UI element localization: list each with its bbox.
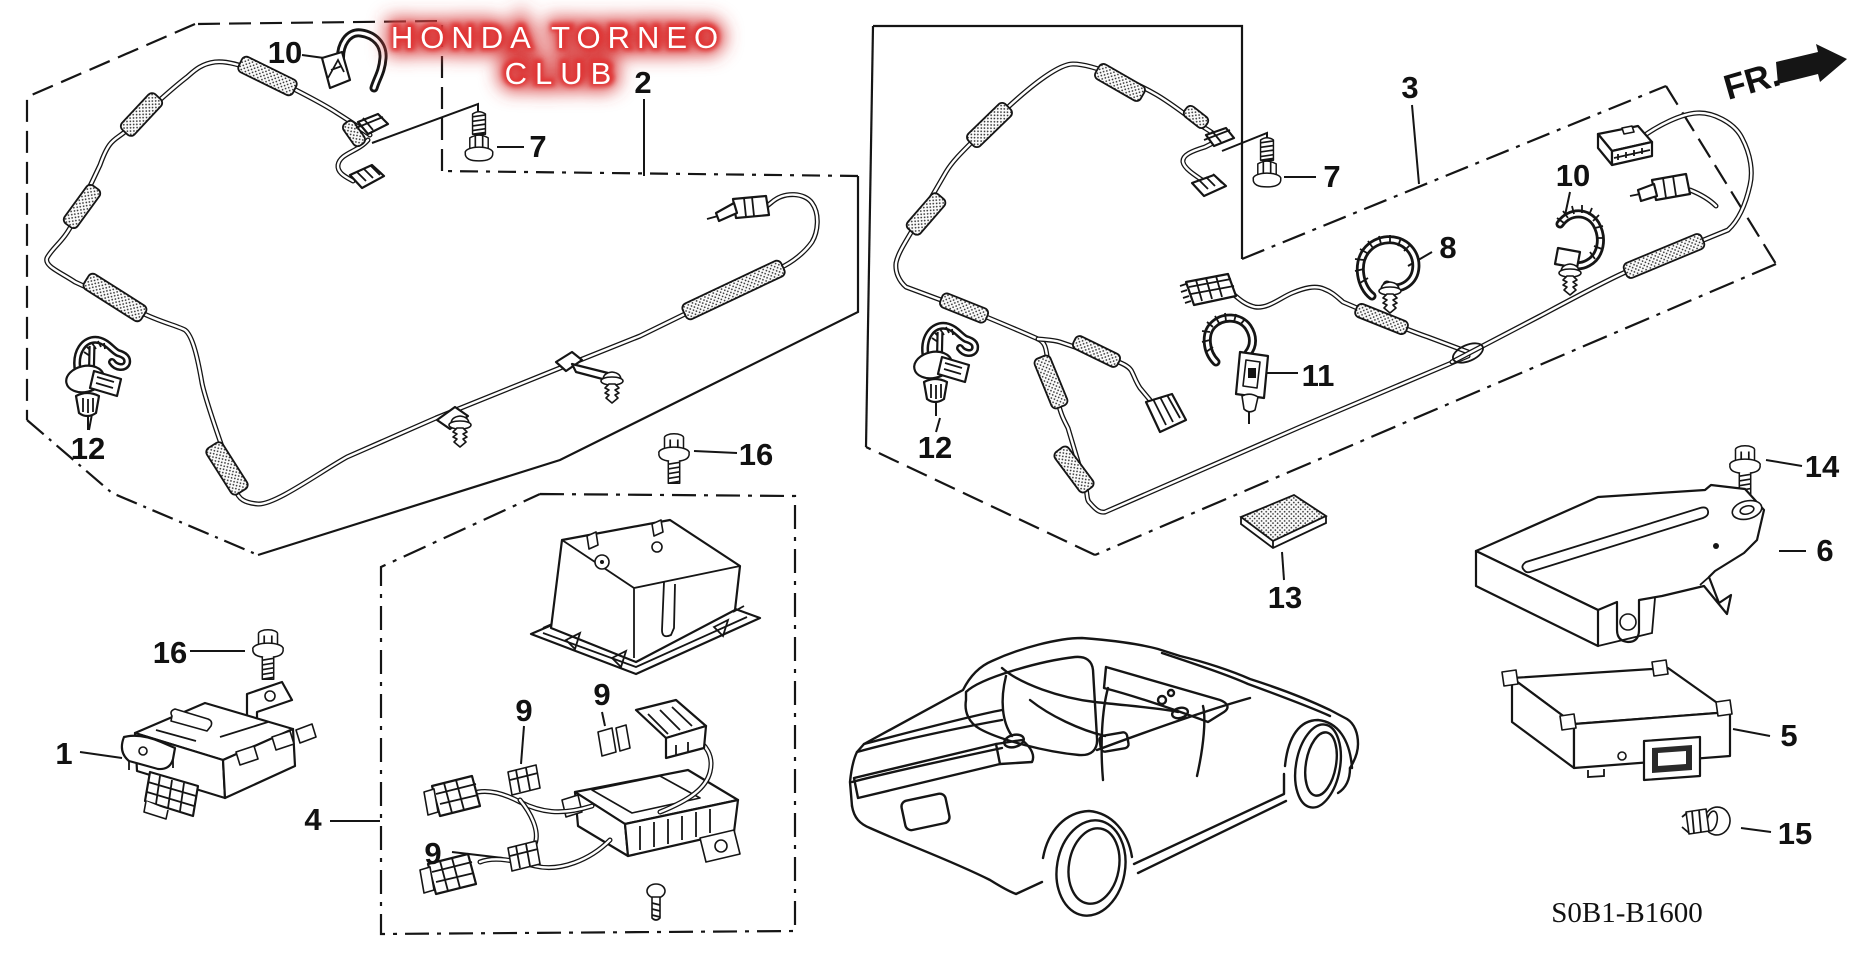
svg-text:HONDA TORNEO: HONDA TORNEO <box>391 19 724 55</box>
svg-text:9: 9 <box>424 836 441 871</box>
svg-text:7: 7 <box>529 129 546 164</box>
svg-text:6: 6 <box>1816 533 1833 568</box>
svg-text:HONDA TORNEO: HONDA TORNEO <box>391 20 725 55</box>
svg-text:14: 14 <box>1805 449 1840 484</box>
svg-text:CLUB: CLUB <box>505 56 620 91</box>
svg-text:S0B1-B1600: S0B1-B1600 <box>1551 897 1702 929</box>
svg-text:HONDA TORNEO: HONDA TORNEO <box>391 19 724 55</box>
svg-text:8: 8 <box>1439 230 1456 265</box>
svg-text:7: 7 <box>1323 159 1340 194</box>
svg-text:10: 10 <box>1556 158 1590 193</box>
svg-text:1: 1 <box>55 736 72 771</box>
svg-text:4: 4 <box>304 802 322 837</box>
svg-text:9: 9 <box>593 677 610 712</box>
svg-text:2: 2 <box>634 65 651 100</box>
svg-text:12: 12 <box>918 430 952 465</box>
svg-text:10: 10 <box>268 35 302 70</box>
svg-text:13: 13 <box>1268 580 1302 615</box>
svg-text:15: 15 <box>1778 816 1812 851</box>
svg-text:5: 5 <box>1780 718 1797 753</box>
svg-text:3: 3 <box>1401 70 1418 105</box>
svg-text:16: 16 <box>739 437 773 472</box>
svg-text:FR.: FR. <box>1719 55 1784 108</box>
svg-text:9: 9 <box>515 693 532 728</box>
svg-text:CLUB: CLUB <box>504 55 621 91</box>
svg-text:11: 11 <box>1302 358 1335 393</box>
svg-text:CLUB: CLUB <box>504 55 621 91</box>
svg-text:12: 12 <box>71 431 105 466</box>
svg-text:16: 16 <box>153 635 187 670</box>
